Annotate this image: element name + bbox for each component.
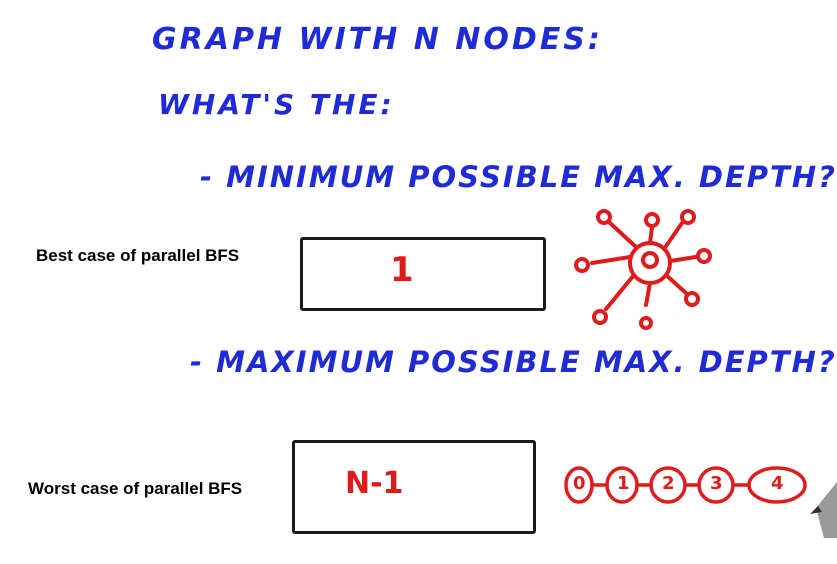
- best-case-answer-box: [300, 237, 546, 311]
- worst-case-answer: N-1: [345, 466, 404, 501]
- question-minimum-depth: - MINIMUM POSSIBLE MAX. DEPTH?: [200, 160, 837, 194]
- worst-case-label: Worst case of parallel BFS: [28, 479, 243, 498]
- chain-node-3: 3: [710, 473, 723, 494]
- chain-node-0: 0: [573, 473, 586, 494]
- question-maximum-depth: - MAXIMUM POSSIBLE MAX. DEPTH?: [190, 345, 837, 379]
- best-case-answer: 1: [390, 250, 414, 290]
- chain-node-2: 2: [662, 473, 675, 494]
- chain-graph-sketch: 0 1 2 3 4: [564, 463, 825, 507]
- chain-node-1: 1: [617, 473, 630, 494]
- worst-case-answer-box: [292, 440, 536, 534]
- chain-node-4: 4: [771, 473, 784, 494]
- best-case-label: Best case of parallel BFS: [36, 246, 240, 265]
- heading-line-1: GRAPH WITH N NODES:: [152, 22, 603, 57]
- pen-tip-icon: [810, 482, 837, 538]
- star-graph-sketch: [574, 209, 712, 330]
- heading-line-2: WHAT'S THE:: [158, 88, 395, 121]
